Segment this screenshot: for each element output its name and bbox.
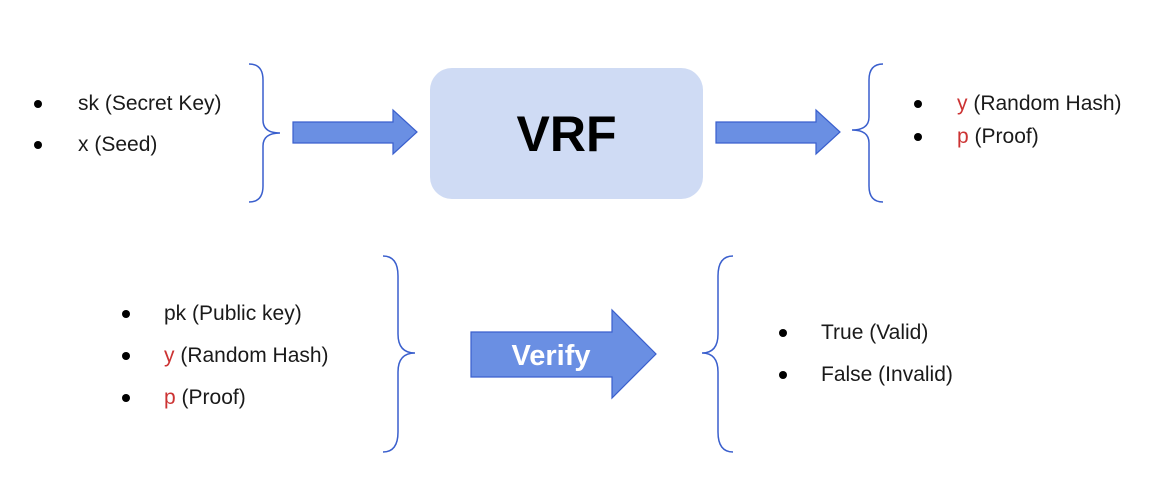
item-text: (Proof): [968, 125, 1039, 148]
item-text: False (Invalid): [821, 363, 953, 386]
brace-vrf-inputs: [248, 63, 281, 203]
bullet-icon: [122, 394, 130, 402]
bullet-icon: [122, 352, 130, 360]
verify-label: Verify: [511, 340, 591, 372]
item-var: p: [957, 125, 969, 148]
item-var: y: [957, 92, 968, 115]
item-text: x (Seed): [78, 133, 158, 156]
item-var: y: [164, 344, 175, 367]
vrf-box: VRF: [430, 68, 703, 199]
brace-verify-outputs: [701, 255, 734, 453]
bullet-icon: [122, 310, 130, 318]
vrf-label: VRF: [516, 105, 617, 162]
bullet-icon: [779, 371, 787, 379]
bullet-icon: [34, 141, 42, 149]
item-text: pk (Public key): [164, 302, 302, 325]
arrow-to-vrf: [292, 108, 418, 156]
arrow-from-vrf: [715, 108, 841, 156]
bullet-icon: [34, 100, 42, 108]
bullet-icon: [779, 329, 787, 337]
item-text: (Proof): [175, 386, 246, 409]
item-text: sk (Secret Key): [78, 92, 222, 115]
brace-vrf-outputs: [851, 63, 884, 203]
item-text: (Random Hash): [174, 344, 329, 367]
item-text: (Random Hash): [967, 92, 1122, 115]
item-text: True (Valid): [821, 321, 929, 344]
item-var: p: [164, 386, 176, 409]
bullet-icon: [914, 133, 922, 141]
bullet-icon: [914, 100, 922, 108]
brace-verify-inputs: [382, 255, 416, 453]
arrow-verify: [470, 308, 657, 400]
